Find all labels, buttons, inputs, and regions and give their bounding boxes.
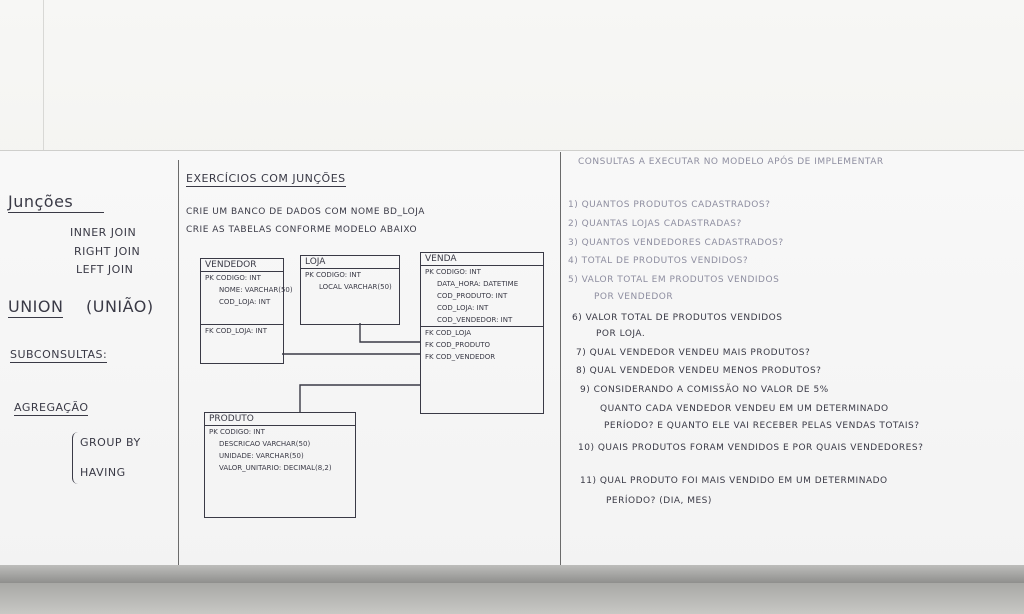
question-5-cont: POR VENDEDOR bbox=[594, 292, 674, 302]
topic-right-join: RIGHT JOIN bbox=[74, 245, 141, 258]
question-9: 9) CONSIDERANDO A COMISSÃO NO VALOR DE 5… bbox=[580, 385, 829, 395]
divider-left bbox=[178, 160, 179, 565]
venda-fk: FK COD_VENDEDOR bbox=[425, 353, 496, 361]
vendedor-fk: FK COD_LOJA: INT bbox=[205, 327, 268, 335]
question-8: 8) QUAL VENDEDOR VENDEU MENOS PRODUTOS? bbox=[576, 366, 822, 376]
produto-row: DESCRICAO VARCHAR(50) bbox=[219, 440, 311, 448]
produto-row: UNIDADE: VARCHAR(50) bbox=[219, 452, 304, 460]
venda-fk: FK COD_PRODUTO bbox=[425, 341, 491, 349]
topic-agregacao: AGREGAÇÃO bbox=[14, 401, 89, 416]
vendedor-row: NOME: VARCHAR(50) bbox=[219, 286, 293, 294]
whiteboard bbox=[0, 150, 1024, 576]
venda-row: COD_LOJA: INT bbox=[437, 304, 489, 312]
exercise-title: EXERCÍCIOS COM JUNÇÕES bbox=[186, 172, 346, 187]
topic-left-join: LEFT JOIN bbox=[76, 263, 134, 276]
instruction-2: CRIE AS TABELAS CONFORME MODELO ABAIXO bbox=[186, 225, 418, 235]
whiteboard-tray bbox=[0, 565, 1024, 583]
question-6-cont: POR LOJA. bbox=[596, 329, 646, 339]
entity-loja-title: LOJA bbox=[301, 256, 399, 269]
venda-row: COD_PRODUTO: INT bbox=[437, 292, 508, 300]
vendedor-row: COD_LOJA: INT bbox=[219, 298, 271, 306]
topic-juncoes: Junções bbox=[8, 192, 104, 213]
loja-row: PK CODIGO: INT bbox=[305, 271, 361, 279]
topic-uniao: (UNIÃO) bbox=[86, 297, 154, 316]
queries-title: CONSULTAS A EXECUTAR NO MODELO APÓS DE I… bbox=[578, 157, 884, 167]
entity-vendedor: VENDEDOR PK CODIGO: INT NOME: VARCHAR(50… bbox=[200, 258, 293, 364]
venda-row: DATA_HORA: DATETIME bbox=[437, 280, 519, 288]
entity-loja: LOJA PK CODIGO: INT LOCAL VARCHAR(50) bbox=[300, 255, 400, 325]
question-3: 3) QUANTOS VENDEDORES CADASTRADOS? bbox=[568, 238, 784, 248]
divider-right bbox=[560, 152, 561, 565]
entity-produto-title: PRODUTO bbox=[205, 413, 355, 426]
entity-vendedor-title: VENDEDOR bbox=[201, 259, 283, 272]
venda-row: COD_VENDEDOR: INT bbox=[437, 316, 513, 324]
question-4: 4) TOTAL DE PRODUTOS VENDIDOS? bbox=[568, 256, 749, 266]
instruction-1: CRIE UM BANCO DE DADOS COM NOME BD_LOJA bbox=[186, 207, 425, 217]
entity-produto: PRODUTO PK CODIGO: INT DESCRICAO VARCHAR… bbox=[204, 412, 356, 518]
question-1: 1) QUANTOS PRODUTOS CADASTRADOS? bbox=[568, 200, 771, 210]
question-11-cont: PERÍODO? (DIA, MES) bbox=[606, 496, 712, 506]
loja-row: LOCAL VARCHAR(50) bbox=[319, 283, 392, 291]
question-11: 11) QUAL PRODUTO FOI MAIS VENDIDO EM UM … bbox=[580, 476, 888, 486]
topic-having: HAVING bbox=[80, 466, 126, 479]
topic-union: UNION bbox=[8, 297, 64, 318]
produto-row: PK CODIGO: INT bbox=[209, 428, 265, 436]
wall-edge bbox=[43, 0, 44, 160]
entity-venda-title: VENDA bbox=[421, 253, 543, 266]
question-2: 2) QUANTAS LOJAS CADASTRADAS? bbox=[568, 219, 742, 229]
question-9-cont-2: PERÍODO? E QUANTO ELE VAI RECEBER PELAS … bbox=[604, 421, 920, 431]
floor bbox=[0, 583, 1024, 614]
rel-produto-venda bbox=[299, 384, 420, 412]
rel-loja-venda bbox=[359, 323, 420, 343]
produto-row: VALOR_UNITARIO: DECIMAL(8,2) bbox=[219, 464, 332, 472]
question-9-cont-1: QUANTO CADA VENDEDOR VENDEU EM UM DETERM… bbox=[600, 404, 889, 414]
topic-subconsultas: SUBCONSULTAS: bbox=[10, 348, 108, 363]
question-6: 6) VALOR TOTAL DE PRODUTOS VENDIDOS bbox=[572, 313, 783, 323]
venda-row: PK CODIGO: INT bbox=[425, 268, 481, 276]
venda-fk: FK COD_LOJA bbox=[425, 329, 472, 337]
question-5: 5) VALOR TOTAL EM PRODUTOS VENDIDOS bbox=[568, 275, 780, 285]
brace bbox=[72, 432, 79, 484]
question-10: 10) QUAIS PRODUTOS FORAM VENDIDOS E POR … bbox=[578, 443, 924, 453]
question-7: 7) QUAL VENDEDOR VENDEU MAIS PRODUTOS? bbox=[576, 348, 811, 358]
vendedor-row: PK CODIGO: INT bbox=[205, 274, 261, 282]
entity-venda: VENDA PK CODIGO: INT DATA_HORA: DATETIME… bbox=[420, 252, 544, 414]
topic-group-by: GROUP BY bbox=[80, 436, 141, 449]
topic-inner-join: INNER JOIN bbox=[70, 226, 137, 239]
